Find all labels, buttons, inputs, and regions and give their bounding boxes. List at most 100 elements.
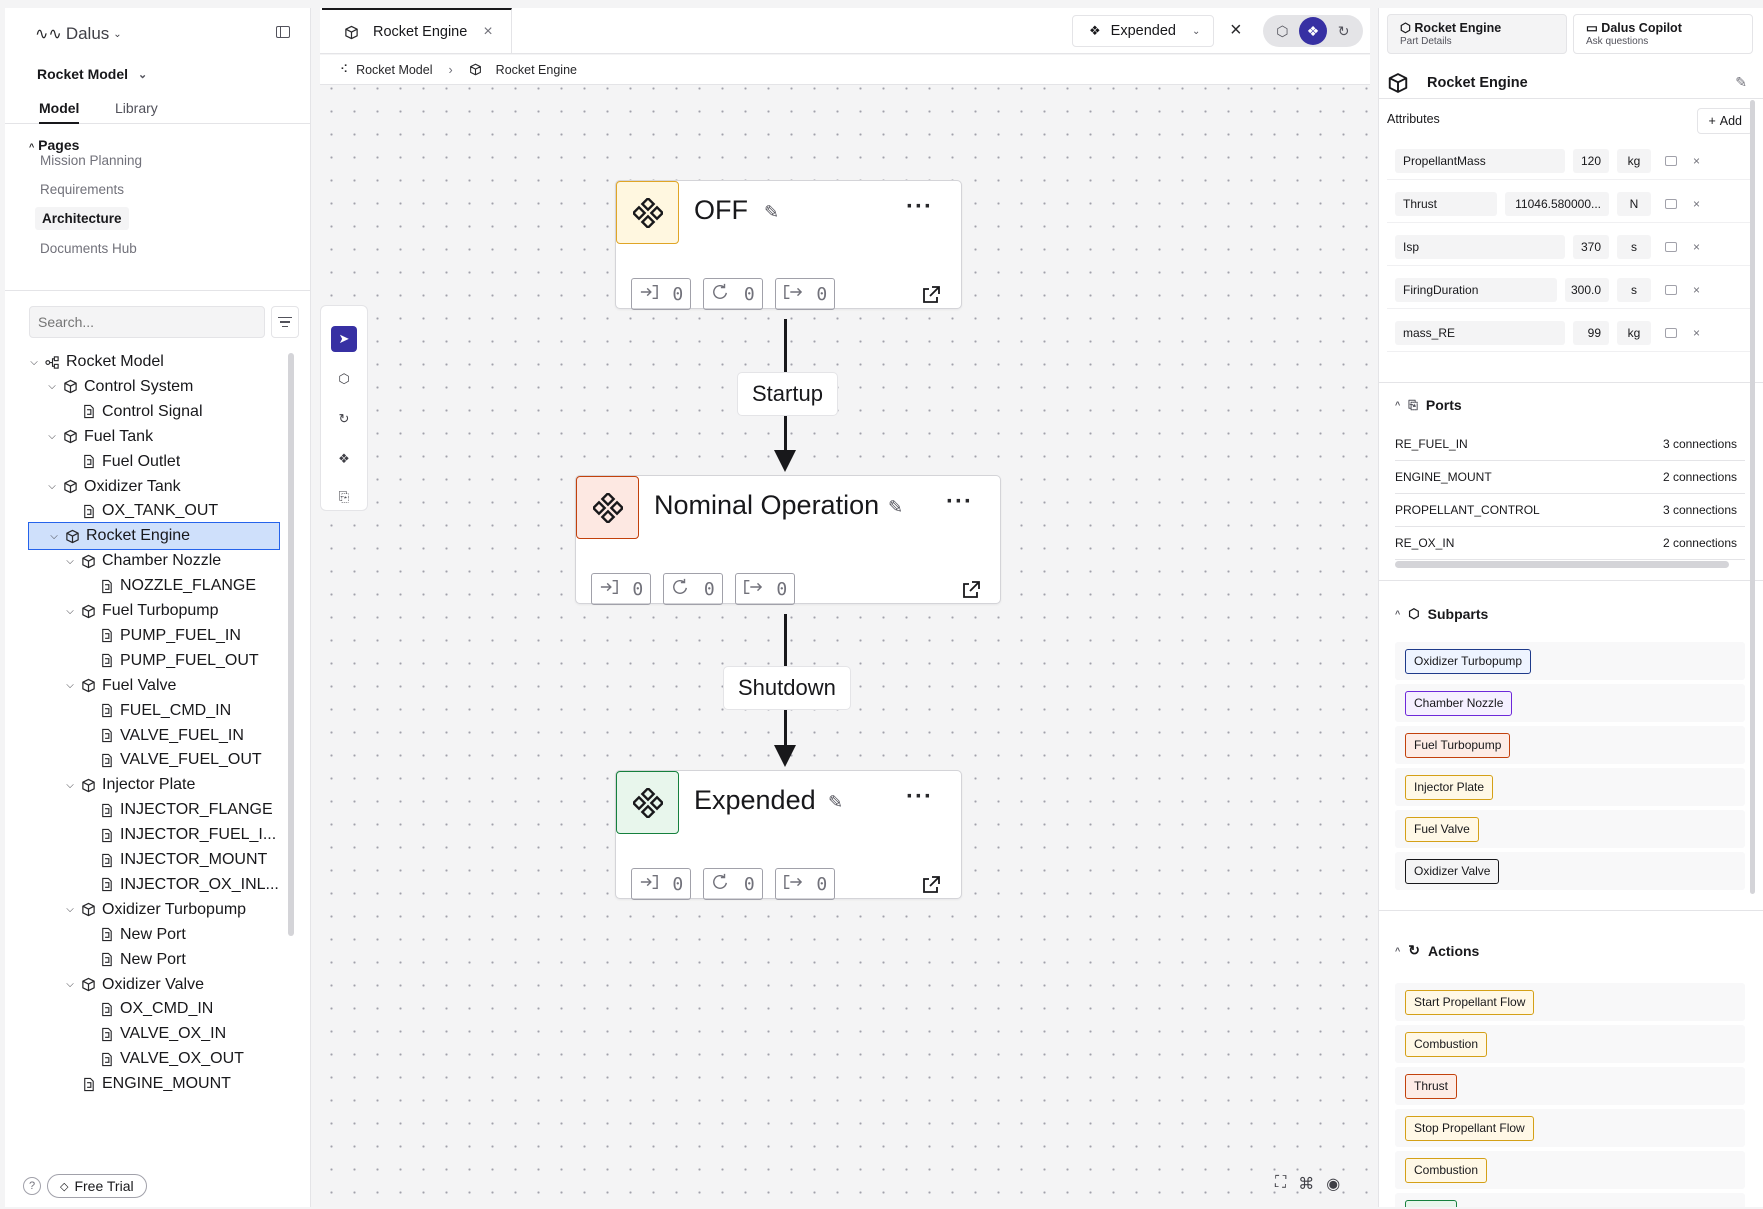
tree-item[interactable]: ⌵Chamber Nozzle — [63, 547, 221, 575]
comment-icon[interactable] — [1665, 198, 1677, 209]
chevron-down-icon[interactable]: ⌵ — [48, 481, 56, 492]
tree-item[interactable]: ⌵Fuel Tank — [45, 423, 153, 451]
comment-icon[interactable] — [1665, 327, 1677, 338]
close-icon[interactable]: × — [483, 23, 493, 40]
action-chip[interactable]: Combustion — [1405, 1157, 1488, 1183]
pencil-icon[interactable]: ✎ — [1735, 74, 1747, 90]
tree-item[interactable]: New Port — [81, 921, 186, 949]
attribute-value-field[interactable]: 120 — [1573, 148, 1609, 173]
tree-scrollbar[interactable] — [288, 353, 294, 936]
close-icon[interactable]: × — [1693, 196, 1701, 211]
subpart-chip[interactable]: Oxidizer Turbopump — [1405, 648, 1532, 674]
action-chip[interactable]: Combustion — [1405, 1031, 1488, 1057]
close-icon[interactable]: × — [1693, 325, 1701, 340]
do-actions-counter[interactable]: 0 — [703, 868, 763, 900]
close-icon[interactable]: × — [1230, 19, 1242, 41]
tree-item[interactable]: PUMP_FUEL_OUT — [81, 647, 259, 675]
attribute-name-field[interactable]: PropellantMass — [1395, 148, 1565, 173]
tree-item[interactable]: ⌵Oxidizer Tank — [45, 473, 180, 501]
help-icon[interactable]: ? — [23, 1177, 41, 1195]
entry-actions-counter[interactable]: 0 — [631, 868, 691, 900]
pencil-icon[interactable]: ✎ — [764, 202, 780, 222]
camera-icon[interactable]: ◉ — [1326, 1176, 1341, 1193]
close-icon[interactable]: × — [1693, 239, 1701, 254]
comment-icon[interactable] — [1665, 284, 1677, 295]
chevron-down-icon[interactable]: ⌵ — [66, 605, 74, 617]
fit-view-icon[interactable]: ⛶ — [1275, 1174, 1287, 1191]
subpart-chip[interactable]: Fuel Valve — [1405, 816, 1479, 842]
chevron-down-icon[interactable]: ⌵ — [66, 904, 74, 916]
add-action-icon[interactable]: ↻ — [338, 411, 350, 426]
chevron-down-icon[interactable]: ⌵ — [66, 680, 74, 692]
tree-item[interactable]: ⌵Control System — [45, 373, 193, 401]
attribute-value-field[interactable]: 370 — [1573, 234, 1609, 259]
tab-dalus-copilot[interactable]: ▭ Dalus Copilot Ask questions — [1573, 14, 1753, 54]
tree-item[interactable]: INJECTOR_FLANGE — [81, 796, 273, 824]
subparts-section-header[interactable]: ^ ⬡ Subparts — [1395, 606, 1488, 622]
layout-icon[interactable]: ⌘ — [1298, 1176, 1315, 1193]
attribute-unit-field[interactable]: s — [1617, 234, 1651, 259]
tree-item[interactable]: ⌵Oxidizer Valve — [63, 971, 204, 999]
tree-item[interactable]: OX_TANK_OUT — [63, 497, 218, 525]
tree-item[interactable]: VALVE_OX_IN — [81, 1020, 226, 1048]
ports-section-header[interactable]: ^ ⎘ Ports — [1395, 397, 1462, 413]
part-view-icon[interactable]: ⬡ — [1276, 22, 1289, 39]
project-selector[interactable]: Rocket Model ⌄ — [37, 66, 147, 82]
breadcrumb-item[interactable]: Rocket Model — [356, 62, 433, 77]
tab-model[interactable]: Model — [39, 100, 80, 124]
tree-item[interactable]: ⌵Rocket Engine — [28, 522, 280, 551]
attribute-unit-field[interactable]: N — [1617, 191, 1651, 216]
add-state-icon[interactable]: ❖ — [338, 451, 350, 466]
action-chip[interactable]: Thrust — [1405, 1073, 1458, 1099]
exit-actions-counter[interactable]: 0 — [735, 573, 795, 605]
tree-item[interactable]: OX_CMD_IN — [81, 995, 213, 1023]
search-input[interactable] — [29, 306, 265, 338]
attribute-name-field[interactable]: FiringDuration — [1395, 277, 1557, 302]
tree-item[interactable]: NOZZLE_FLANGE — [81, 572, 256, 600]
ports-scrollbar[interactable] — [1395, 561, 1729, 568]
tree-item[interactable]: VALVE_OX_OUT — [81, 1045, 244, 1073]
tree-item[interactable]: Control Signal — [63, 398, 203, 426]
free-trial-button[interactable]: ◇ Free Trial — [47, 1174, 147, 1198]
open-external-icon[interactable] — [921, 875, 941, 895]
state-diagram-canvas[interactable]: Rocket Engine × ❖ Expended ⌄ × ⬡ ❖ ↻ ⠪ R… — [320, 8, 1370, 1207]
chevron-down-icon[interactable]: ⌵ — [66, 979, 74, 990]
state-view-icon[interactable]: ❖ — [1298, 17, 1327, 45]
select-tool-icon[interactable]: ➤ — [331, 326, 357, 352]
add-part-icon[interactable]: ⬡ — [338, 371, 350, 386]
action-view-icon[interactable]: ↻ — [1337, 22, 1350, 39]
tab-part-details[interactable]: ⬡ Rocket Engine Part Details — [1387, 14, 1567, 54]
transition-label[interactable]: Shutdown — [723, 666, 851, 710]
tree-item[interactable]: ⌵Fuel Turbopump — [63, 597, 218, 625]
do-actions-counter[interactable]: 0 — [703, 278, 763, 310]
chevron-down-icon[interactable]: ⌵ — [30, 356, 38, 368]
tree-item[interactable]: ENGINE_MOUNT — [63, 1070, 231, 1098]
page-architecture[interactable]: Architecture — [35, 207, 129, 230]
tree-item[interactable]: INJECTOR_MOUNT — [81, 846, 267, 874]
add-port-icon[interactable]: ⎘ — [338, 489, 350, 504]
comment-icon[interactable] — [1665, 155, 1677, 166]
transition-label[interactable]: Startup — [737, 372, 838, 416]
exit-actions-counter[interactable]: 0 — [775, 278, 835, 310]
do-actions-counter[interactable]: 0 — [663, 573, 723, 605]
tree-item[interactable]: INJECTOR_FUEL_I... — [81, 821, 276, 849]
subpart-chip[interactable]: Chamber Nozzle — [1405, 690, 1513, 716]
more-icon[interactable]: ··· — [906, 193, 933, 220]
state-selector-dropdown[interactable]: ❖ Expended ⌄ — [1072, 15, 1214, 47]
tree-item[interactable]: ⌵Fuel Valve — [63, 672, 176, 700]
add-attribute-button[interactable]: + Add — [1697, 108, 1753, 134]
tree-item[interactable]: ⌵Rocket Model — [27, 348, 164, 376]
tree-item[interactable]: Fuel Outlet — [63, 448, 180, 476]
open-external-icon[interactable] — [921, 285, 941, 305]
filter-button[interactable] — [271, 306, 299, 338]
chevron-down-icon[interactable]: ⌵ — [66, 779, 74, 791]
attribute-name-field[interactable]: Thrust — [1395, 191, 1497, 216]
action-chip[interactable]: Thrust — [1405, 1199, 1458, 1207]
subpart-chip[interactable]: Fuel Turbopump — [1405, 732, 1511, 758]
chevron-down-icon[interactable]: ⌵ — [66, 555, 74, 567]
